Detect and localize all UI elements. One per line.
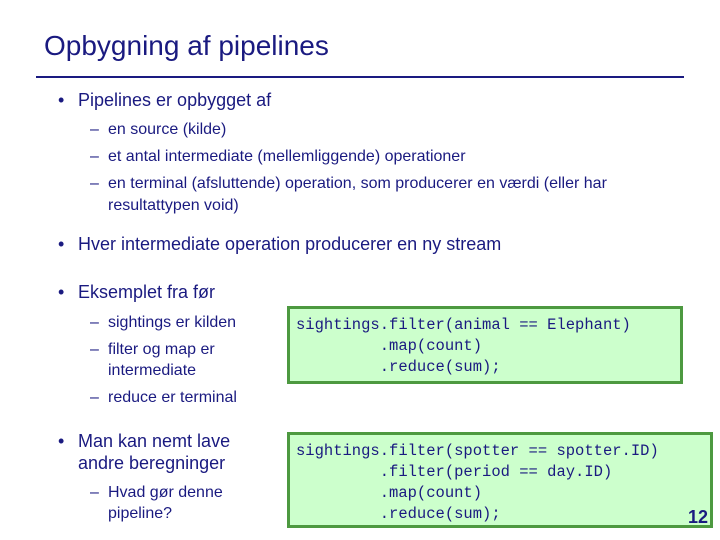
bullet-1-sub-2: – et antal intermediate (mellemliggende)… [90, 147, 466, 167]
sub-text: pipeline? [108, 505, 173, 522]
code-line: .reduce(sum); [296, 505, 501, 523]
bullet-1-sub-3: – en terminal (afsluttende) operation, s… [90, 174, 607, 194]
slide-title: Opbygning af pipelines [44, 30, 329, 61]
sub-dash: – [90, 314, 99, 331]
bullet-4-sub-1: – Hvad gør denne [90, 483, 223, 503]
sub-text: filter og map er [108, 341, 215, 358]
bullet-3-sub-2: – filter og map er [90, 340, 215, 360]
bullet-3-sub-2-cont: intermediate [108, 361, 196, 381]
sub-text: en terminal (afsluttende) operation, som… [108, 175, 607, 192]
bullet-1: • Pipelines er opbygget af [58, 90, 272, 111]
page-number: 12 [687, 507, 708, 527]
bullet-3-text: Eksemplet fra før [78, 282, 216, 302]
bullet-1-sub-1: – en source (kilde) [90, 120, 227, 140]
bullet-4-sub-1-cont: pipeline? [108, 504, 172, 524]
code-line: .map(count) [296, 337, 483, 355]
bullet-dot: • [58, 282, 65, 302]
code-line: .map(count) [296, 484, 483, 502]
sub-text: sightings er kilden [108, 314, 237, 331]
bullet-dot: • [58, 431, 65, 451]
code-box-2: sightings.filter(spotter == spotter.ID) … [287, 432, 713, 528]
bullet-4-text: Man kan nemt lave [78, 431, 231, 451]
sub-text: reduce er terminal [108, 389, 237, 406]
code-line: sightings.filter(spotter == spotter.ID) [296, 442, 659, 460]
bullet-2: • Hver intermediate operation producerer… [58, 234, 502, 255]
bullet-dot: • [58, 234, 65, 254]
bullet-1-text: Pipelines er opbygget af [78, 90, 272, 110]
code-line: .filter(period == day.ID) [296, 463, 613, 481]
sub-text: et antal intermediate (mellemliggende) o… [108, 148, 466, 165]
bullet-1-sub-3-cont: resultattypen void) [108, 196, 239, 216]
code-box-1: sightings.filter(animal == Elephant) .ma… [287, 306, 683, 384]
sub-text: resultattypen void) [108, 197, 239, 214]
bullet-4: • Man kan nemt lave andre beregninger [58, 430, 231, 474]
sub-dash: – [90, 484, 99, 501]
sub-dash: – [90, 389, 99, 406]
code-line: sightings.filter(animal == Elephant) [296, 316, 631, 334]
bullet-dot: • [58, 90, 65, 110]
bullet-3: • Eksemplet fra før [58, 282, 216, 303]
sub-dash: – [90, 341, 99, 358]
sub-text: intermediate [108, 362, 197, 379]
bullet-2-text: Hver intermediate operation producerer e… [78, 234, 502, 254]
sub-dash: – [90, 148, 99, 165]
sub-dash: – [90, 175, 99, 192]
sub-dash: – [90, 121, 99, 138]
title-rule [36, 76, 684, 78]
code-line: .reduce(sum); [296, 358, 501, 376]
bullet-4-text-cont: andre beregninger [78, 453, 226, 473]
sub-text: Hvad gør denne [108, 484, 223, 501]
sub-text: en source (kilde) [108, 121, 227, 138]
bullet-3-sub-3: – reduce er terminal [90, 388, 237, 408]
bullet-3-sub-1: – sightings er kilden [90, 313, 237, 333]
